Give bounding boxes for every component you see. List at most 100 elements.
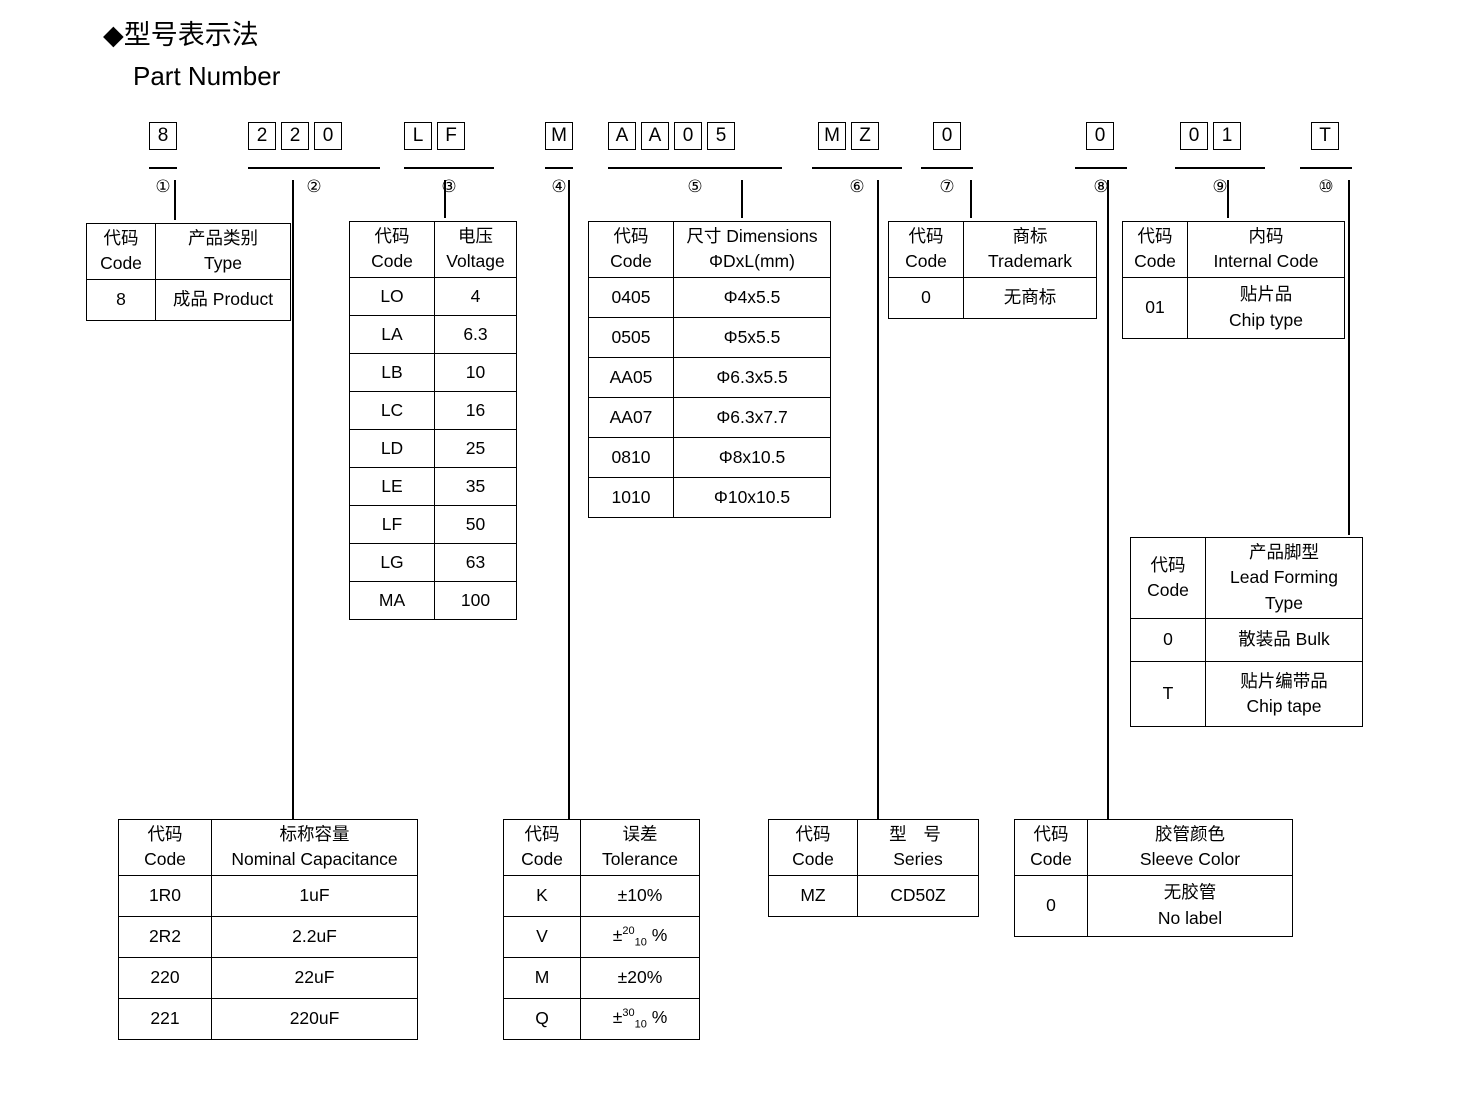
pn-group-bar-7 xyxy=(921,167,973,169)
voltage-value-cell: 100 xyxy=(434,580,517,620)
tolerance-sub: 10 xyxy=(634,1018,647,1031)
pn-index-9: ⑨ xyxy=(1212,177,1228,196)
pn-char: T xyxy=(1311,122,1339,150)
type-header-cn: 产品类别 xyxy=(188,228,258,248)
pn-group-bar-10 xyxy=(1300,167,1352,169)
table-row: 代码 Code 产品脚型 Lead Forming Type xyxy=(1130,536,1363,620)
voltage-header-en: Voltage xyxy=(446,251,505,272)
voltage-value-header: 电压 Voltage xyxy=(434,221,517,278)
pn-index-10: ⑩ xyxy=(1318,177,1334,196)
dimensions-code-header: 代码 Code xyxy=(588,221,674,278)
tolerance-sup: 30 xyxy=(622,1006,635,1019)
pn-group-6: M Z xyxy=(818,122,879,150)
pn-char: M xyxy=(545,122,573,150)
capacitance-value-cell: 2.2uF xyxy=(211,915,418,958)
pn-group-9: 0 1 xyxy=(1180,122,1241,150)
lead-forming-header-en2: Type xyxy=(1265,592,1303,613)
capacitance-value-cell: 22uF xyxy=(211,956,418,999)
table-row: 0 无胶管 No label xyxy=(1014,874,1293,937)
code-header-en: Code xyxy=(905,251,947,272)
table-row: MZ CD50Z xyxy=(768,874,979,917)
tolerance-sup: 20 xyxy=(622,924,635,937)
capacitance-value-cell: 220uF xyxy=(211,997,418,1040)
pn-index-8: ⑧ xyxy=(1093,177,1109,196)
code-header-cn: 代码 xyxy=(103,228,139,248)
code-header-cn: 代码 xyxy=(147,824,183,844)
table-type: 代码 Code 产品类别 Type 8 成品 Product xyxy=(86,223,291,321)
page-title-en: Part Number xyxy=(133,61,281,91)
trademark-code-header: 代码 Code xyxy=(888,221,964,278)
connector-line-4 xyxy=(568,180,570,819)
dimensions-value-cell: Φ6.3x5.5 xyxy=(673,356,831,398)
pn-char: 0 xyxy=(1180,122,1208,150)
tolerance-code-cell: K xyxy=(503,874,581,917)
pn-group-bar-8 xyxy=(1075,167,1127,169)
pn-char: 1 xyxy=(1213,122,1241,150)
voltage-code-header: 代码 Code xyxy=(349,221,435,278)
table-row: 0 无商标 xyxy=(888,276,1097,319)
dimensions-value-header: 尺寸 Dimensions ΦDxL(mm) xyxy=(673,221,831,278)
internal-code-header-cn: 内码 xyxy=(1248,226,1284,246)
table-row: 代码 Code 尺寸 Dimensions ΦDxL(mm) xyxy=(588,221,831,278)
pn-index-3: ③ xyxy=(441,177,457,196)
dimensions-code-cell: 0505 xyxy=(588,316,674,358)
series-code-cell: MZ xyxy=(768,874,858,917)
code-header-cn: 代码 xyxy=(1137,226,1173,246)
lead-forming-code-cell: 0 xyxy=(1130,618,1206,663)
pn-char: 0 xyxy=(674,122,702,150)
table-row: 01 贴片品 Chip type xyxy=(1122,276,1345,339)
pn-group-4: M xyxy=(545,122,573,150)
pn-group-7: 0 xyxy=(933,122,961,150)
pn-index-4: ④ xyxy=(551,177,567,196)
code-header-en: Code xyxy=(100,253,142,274)
sleeve-color-header-en: Sleeve Color xyxy=(1139,849,1241,870)
page-title-cn: ◆型号表示法 xyxy=(103,20,259,50)
capacitance-code-cell: 1R0 xyxy=(118,874,212,917)
table-row: 0 散装品 Bulk xyxy=(1130,618,1363,663)
sleeve-color-code-header: 代码 Code xyxy=(1014,819,1088,876)
series-header-en: Series xyxy=(893,849,943,870)
code-header-en: Code xyxy=(1147,580,1189,601)
internal-code-value-header: 内码 Internal Code xyxy=(1187,221,1345,278)
trademark-value-cell: 无商标 xyxy=(963,276,1097,319)
code-header-cn: 代码 xyxy=(374,226,410,246)
pn-char: Z xyxy=(851,122,879,150)
pn-group-8: 0 xyxy=(1086,122,1114,150)
table-lead-forming: 代码 Code 产品脚型 Lead Forming Type 0 散装品 Bul… xyxy=(1130,536,1363,728)
connector-line-2 xyxy=(292,180,294,819)
code-header-en: Code xyxy=(144,849,186,870)
internal-code-value-cn: 贴片品 xyxy=(1239,284,1293,305)
lead-forming-value-cell: 贴片编带品 Chip tape xyxy=(1205,661,1363,728)
pn-group-5: A A 0 5 xyxy=(608,122,735,150)
pn-group-bar-4 xyxy=(545,167,573,169)
pn-group-bar-5 xyxy=(608,167,782,169)
tolerance-value-cell: ±10% xyxy=(580,874,700,917)
dimensions-value-cell: Φ5x5.5 xyxy=(673,316,831,358)
tolerance-code-cell: M xyxy=(503,956,581,999)
tolerance-value-cell: ±3010 % xyxy=(580,997,700,1040)
dimensions-value-cell: Φ6.3x7.7 xyxy=(673,396,831,438)
lead-forming-header-en: Lead Forming xyxy=(1230,567,1338,588)
trademark-value-header: 商标 Trademark xyxy=(963,221,1097,278)
lead-forming-value-header: 产品脚型 Lead Forming Type xyxy=(1205,536,1363,620)
type-code-cell: 8 xyxy=(86,278,156,321)
connector-line-5 xyxy=(741,180,743,218)
voltage-code-cell: LG xyxy=(349,542,435,582)
code-header-en: Code xyxy=(521,849,563,870)
pn-group-bar-3 xyxy=(404,167,494,169)
code-header-cn: 代码 xyxy=(613,226,649,246)
sleeve-color-value-header: 胶管颜色 Sleeve Color xyxy=(1087,819,1293,876)
voltage-value-cell: 6.3 xyxy=(434,314,517,354)
